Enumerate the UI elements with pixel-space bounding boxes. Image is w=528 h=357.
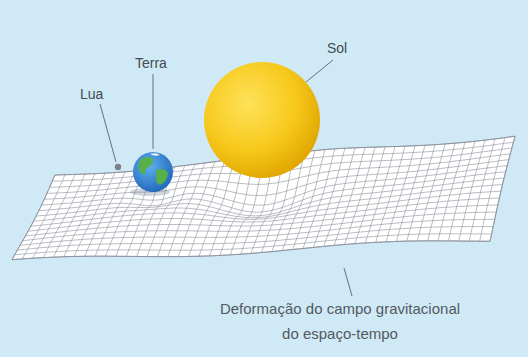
- grid-line: [12, 241, 490, 260]
- grid-line: [39, 172, 506, 213]
- grid-line: [20, 219, 495, 245]
- grid-line: [17, 227, 493, 251]
- grid-line: [15, 234, 492, 255]
- moon-label: Lua: [80, 86, 103, 103]
- moon: [115, 164, 121, 170]
- earth-label: Terra: [135, 55, 167, 72]
- grid-line: [490, 136, 515, 241]
- spacetime-label: Deformação do campo gravitacional do esp…: [215, 297, 465, 347]
- grid-line: [25, 205, 497, 236]
- sun: [204, 62, 320, 178]
- sun-label: Sol: [327, 40, 347, 57]
- earth: [133, 152, 173, 192]
- leader-lines: [100, 60, 352, 296]
